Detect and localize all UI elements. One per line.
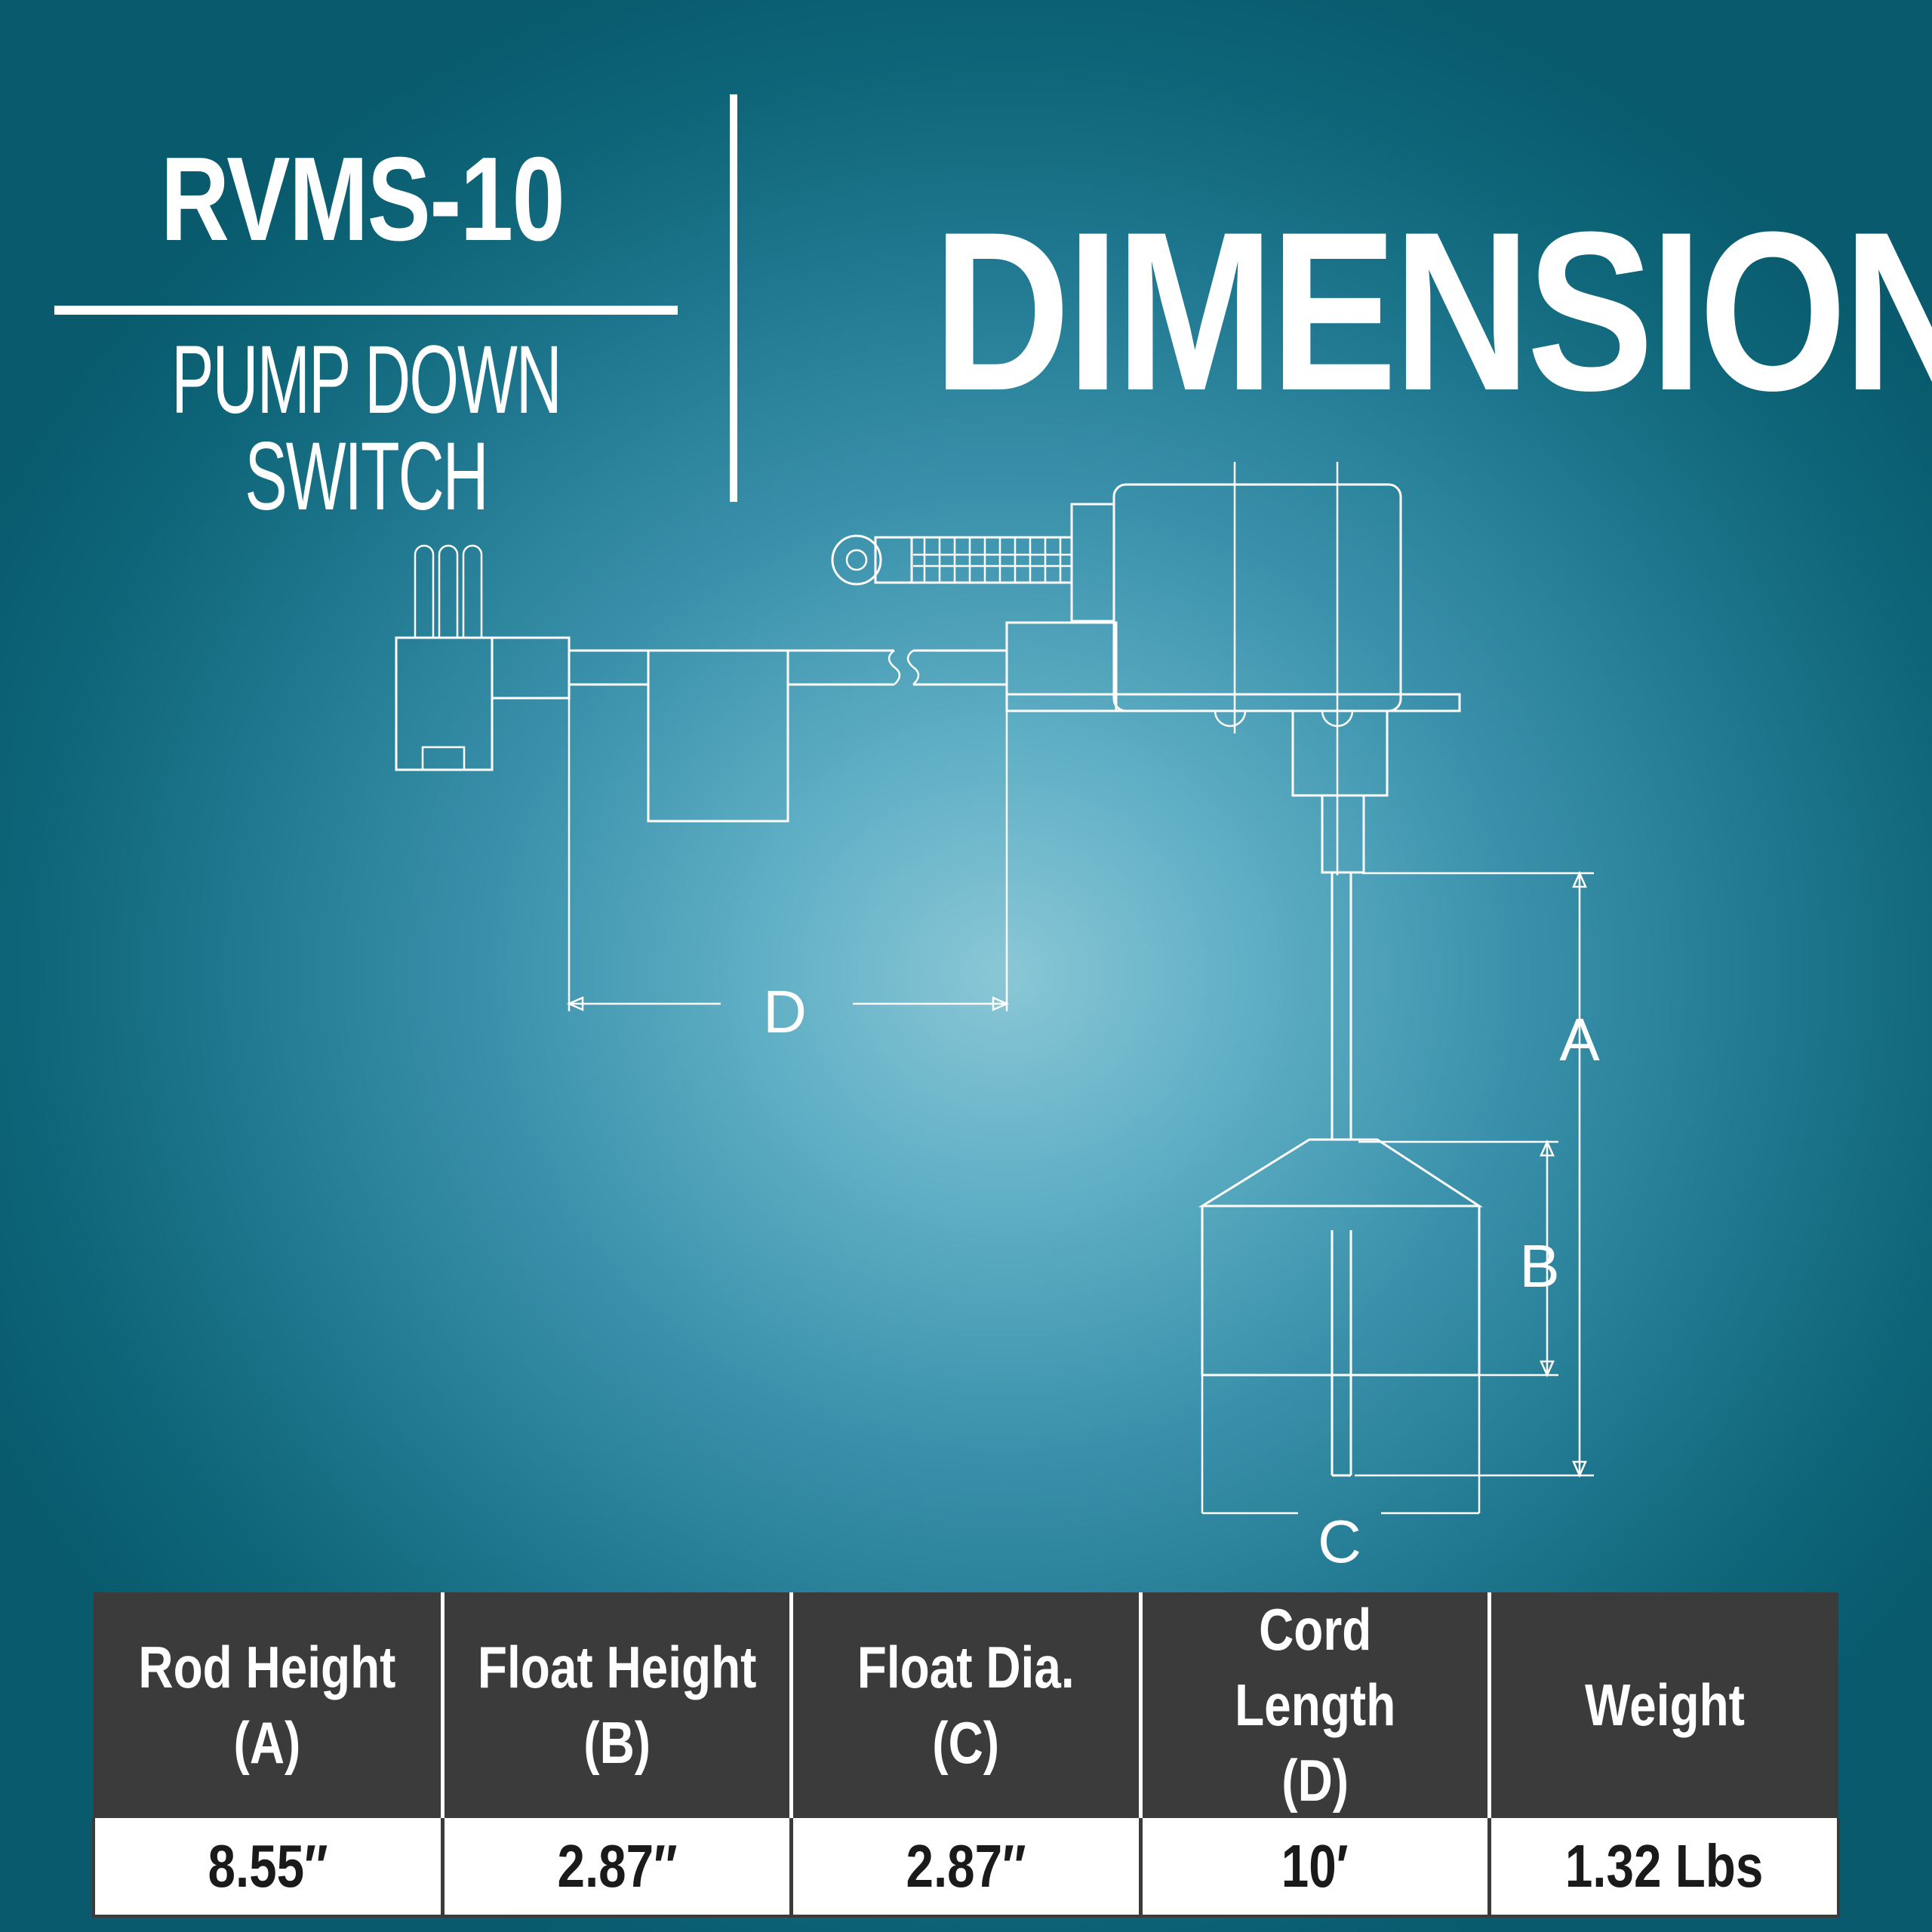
- page-title: DIMENSIONS: [933, 184, 1932, 438]
- float-diameter-value: 2.87″: [789, 1818, 1141, 1918]
- spec-value-row: 8.55″ 2.87″ 2.87″ 10′ 1.32 Lbs: [91, 1818, 1841, 1918]
- plug-drawing: [395, 544, 571, 771]
- float-height-header: Float Height(B): [440, 1592, 792, 1819]
- title-underline: [54, 306, 678, 315]
- float-height-value: 2.87″: [440, 1818, 792, 1918]
- dimension-label-c: C: [1318, 1508, 1361, 1575]
- rod-height-header: Rod Height(A): [94, 1592, 443, 1819]
- switch-housing-drawing: [831, 462, 1461, 875]
- weight-value: 1.32 Lbs: [1487, 1818, 1841, 1918]
- rod-height-value: 8.55″: [91, 1818, 443, 1918]
- weight-header: Weight: [1487, 1592, 1838, 1819]
- dimension-lines: [566, 698, 1594, 1515]
- dimension-label-b: B: [1519, 1232, 1559, 1300]
- dimension-label-a: A: [1559, 1006, 1600, 1073]
- header-divider: [730, 94, 737, 502]
- dimension-label-d: D: [763, 978, 807, 1045]
- spec-header-row: Rod Height(A) Float Height(B) Float Dia.…: [94, 1592, 1838, 1819]
- cord-length-header: Cord Length(D): [1138, 1592, 1490, 1819]
- float-diameter-header: Float Dia.(C): [789, 1592, 1141, 1819]
- specification-table: Rod Height(A) Float Height(B) Float Dia.…: [91, 1592, 1841, 1918]
- power-cord-drawing: [568, 649, 1007, 823]
- model-number: RVMS-10: [160, 133, 565, 266]
- cord-length-value: 10′: [1138, 1818, 1490, 1918]
- product-name: PUMP DOWN SWITCH: [171, 326, 562, 531]
- rod-and-float-drawing: [1198, 872, 1484, 1477]
